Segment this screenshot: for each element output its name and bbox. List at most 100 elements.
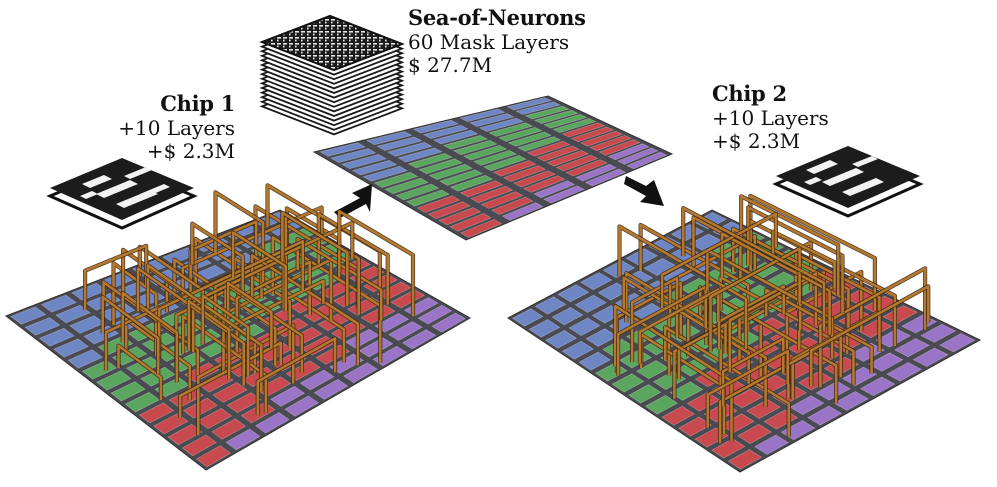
chip1-tile — [211, 418, 247, 440]
chip1-tile — [40, 294, 77, 313]
chip1-tile — [212, 382, 248, 403]
center-tile — [555, 154, 599, 172]
chip1-tile — [388, 321, 423, 341]
chip1-title: Chip 1 — [160, 91, 235, 116]
center-tile — [503, 165, 547, 182]
chip2-wire — [616, 285, 707, 376]
base-wafer — [312, 95, 674, 241]
center-tile — [460, 219, 503, 238]
chip2-wire — [638, 288, 720, 364]
chip2-tile — [644, 394, 679, 415]
chip2-tile — [746, 399, 781, 419]
chip1-tile — [196, 445, 231, 468]
center-tile — [362, 165, 408, 182]
chip2-tile — [789, 395, 825, 416]
center-tile — [589, 135, 632, 152]
chip2-title: Chip 2 — [712, 81, 787, 106]
center-tile — [432, 129, 479, 145]
center-tile — [449, 174, 494, 192]
chip2-tile — [578, 351, 611, 371]
chip2-tile — [729, 388, 764, 409]
chip1-wire — [338, 210, 415, 317]
center-tile — [470, 185, 514, 204]
center-tile — [412, 119, 459, 134]
chip1-wire — [256, 337, 337, 416]
chip2-tile — [833, 391, 869, 411]
chip1-tile — [138, 402, 175, 424]
chip2-wire — [718, 334, 842, 444]
chip1-wire — [181, 315, 268, 413]
mask-stack-icon — [259, 14, 405, 136]
chip2-wire — [728, 272, 818, 373]
chip1-wire — [187, 299, 231, 380]
chip2-wire — [625, 271, 767, 407]
center-tile — [407, 153, 453, 169]
center-tile — [617, 147, 659, 165]
chip2-tile — [669, 381, 704, 401]
center-tile — [526, 140, 571, 157]
center-tile — [395, 183, 440, 201]
chip1-tile — [313, 378, 349, 400]
center-tile — [319, 142, 366, 157]
center-tile — [469, 113, 515, 127]
chip2-tile — [561, 340, 594, 360]
center-tile — [517, 136, 562, 152]
chip1-tile — [10, 306, 47, 325]
chip1-tile — [181, 434, 217, 457]
chip2-tile — [580, 272, 613, 291]
chip2-tile — [920, 323, 957, 343]
chip2-label: Chip 2 +10 Layers +$ 2.3M — [712, 81, 829, 154]
chip2-wire — [771, 230, 836, 289]
chip1-wiring — [83, 183, 416, 436]
center-tile — [580, 130, 623, 147]
center-tile — [515, 101, 561, 115]
chip1-tile — [390, 289, 426, 309]
chip1-tile — [24, 317, 61, 336]
base-wafer-layers: 60 Mask Layers — [408, 29, 570, 54]
chip1-tile — [315, 344, 351, 365]
center-tile — [483, 155, 527, 172]
chip1-cost: +$ 2.3M — [146, 139, 235, 164]
chip2-tile — [727, 449, 763, 470]
center-tile — [442, 135, 489, 150]
chip1-wire — [191, 222, 244, 298]
chip2-tile — [894, 338, 930, 358]
chip2-tile — [551, 306, 584, 326]
chip2-tile — [720, 413, 755, 434]
chip1-tile — [431, 312, 466, 333]
chip1-tile — [110, 381, 146, 402]
chip2-wire — [663, 325, 791, 437]
center-tile — [439, 169, 484, 186]
chip2-tile — [534, 296, 567, 315]
arrow-down-right-icon — [624, 176, 664, 206]
chip2-tile — [841, 366, 878, 387]
chip2-tile — [867, 352, 904, 372]
center-tile — [405, 189, 450, 207]
base-wafer-title: Sea-of-Neurons — [408, 5, 586, 30]
center-tile — [501, 202, 544, 221]
chip1-tile — [417, 304, 453, 325]
center-tile — [524, 105, 570, 120]
chip2-tile — [512, 308, 544, 327]
center-tile — [498, 127, 543, 142]
chip1-wire — [102, 280, 200, 376]
chip2-wire — [721, 337, 785, 407]
chip2-tile — [815, 381, 851, 401]
chip2-tile — [859, 376, 896, 397]
center-tile — [422, 124, 469, 139]
center-tile — [552, 118, 597, 133]
chip1-wire — [181, 206, 323, 303]
chip2-cost: +$ 2.3M — [712, 129, 801, 154]
chip2-wire — [660, 212, 778, 309]
chip2-wire — [677, 323, 727, 380]
chip2-mask-icon — [772, 146, 924, 218]
chip1-tile — [284, 395, 319, 417]
center-tile — [575, 163, 617, 182]
center-tile — [373, 171, 419, 188]
chip1-wire — [121, 291, 179, 383]
chip2-tile — [574, 294, 607, 313]
center-tile — [366, 131, 413, 146]
chip2-tile — [557, 284, 590, 303]
center-tile — [449, 213, 492, 232]
